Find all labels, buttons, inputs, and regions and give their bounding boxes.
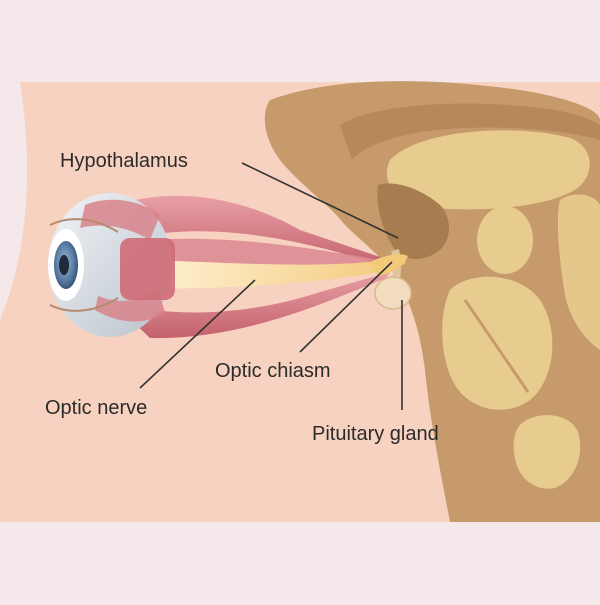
brain-inner-lobe xyxy=(386,130,590,210)
brain-cortex-band xyxy=(340,103,600,160)
brainstem-fissure xyxy=(463,299,530,393)
label-optic-chiasm: Optic chiasm xyxy=(215,360,331,382)
eyelid-lower xyxy=(49,297,119,312)
leader-optic-chiasm xyxy=(299,261,393,353)
eyelid-upper xyxy=(49,218,119,233)
muscle-on-eye-top xyxy=(80,199,160,240)
muscle-lower xyxy=(110,272,390,339)
muscle-on-eye-side xyxy=(120,238,175,300)
optic-nerve-bundle xyxy=(140,256,405,289)
hypothalamus-region xyxy=(377,183,449,259)
leader-hypothalamus xyxy=(241,162,399,239)
label-hypothalamus: Hypothalamus xyxy=(60,150,188,172)
label-optic-nerve: Optic nerve xyxy=(45,397,147,419)
leader-optic-nerve xyxy=(139,279,256,389)
cerebellum-right xyxy=(557,194,600,350)
brainstem-lobe-upper xyxy=(477,206,533,274)
brainstem-lobe-lower xyxy=(513,415,581,489)
brainstem-lobe-large xyxy=(442,276,553,410)
pupil xyxy=(59,255,69,275)
label-pituitary-gland: Pituitary gland xyxy=(312,423,439,445)
muscle-upper xyxy=(95,195,395,268)
pituitary-gland-shape xyxy=(374,276,412,310)
